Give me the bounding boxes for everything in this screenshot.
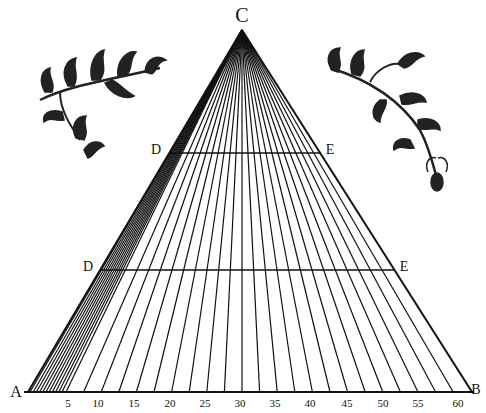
ray-line	[101, 30, 242, 392]
lower-de	[100, 269, 394, 271]
ray-line	[52, 30, 242, 392]
rays	[30, 30, 453, 392]
ray-line	[242, 30, 400, 392]
ray-line	[242, 30, 418, 392]
scale-number: 10	[93, 398, 104, 409]
side-ac	[28, 30, 242, 392]
ray-line	[224, 30, 242, 392]
ray-line	[242, 30, 365, 392]
ray-line	[36, 30, 242, 392]
ray-line	[66, 30, 242, 392]
ray-line	[242, 30, 436, 392]
ray-line	[207, 30, 242, 392]
scale-number: 50	[378, 398, 389, 409]
scale-number: 20	[165, 398, 176, 409]
side-cb	[242, 30, 472, 392]
flower-right	[328, 48, 447, 191]
ray-line	[242, 30, 348, 392]
ray-line	[242, 30, 383, 392]
point-letter: E	[326, 143, 335, 157]
scale-number: 55	[413, 398, 424, 409]
ray-line	[189, 30, 242, 392]
ray-line	[119, 30, 242, 392]
ray-line	[154, 30, 242, 392]
ray-line	[241, 30, 242, 392]
ray-line	[172, 30, 242, 392]
point-letter: D	[151, 143, 161, 157]
ray-line	[40, 30, 242, 392]
ray-line	[242, 30, 453, 392]
point-letter: A	[10, 384, 22, 400]
scale-number: 40	[305, 398, 316, 409]
scale-number: 15	[129, 398, 140, 409]
scale-number: 35	[270, 398, 281, 409]
scale-number: 60	[453, 398, 464, 409]
point-letter: D	[83, 260, 93, 274]
point-letter: B	[471, 383, 480, 397]
ray-line	[46, 30, 242, 392]
scale-number: 5	[65, 398, 71, 409]
scale-number: 25	[200, 398, 211, 409]
scale-number: 45	[342, 398, 353, 409]
ray-line	[242, 30, 260, 392]
ray-line	[242, 30, 330, 392]
point-letter: C	[235, 5, 248, 25]
flower-left	[40, 50, 166, 158]
ray-line	[84, 30, 242, 392]
ray-line	[242, 30, 277, 392]
scale-number: 30	[235, 398, 246, 409]
ray-line	[49, 30, 242, 392]
ray-line	[43, 30, 242, 392]
ray-line	[136, 30, 242, 392]
point-letter: E	[400, 260, 409, 274]
upper-de	[169, 152, 320, 154]
base-ab	[24, 391, 474, 393]
